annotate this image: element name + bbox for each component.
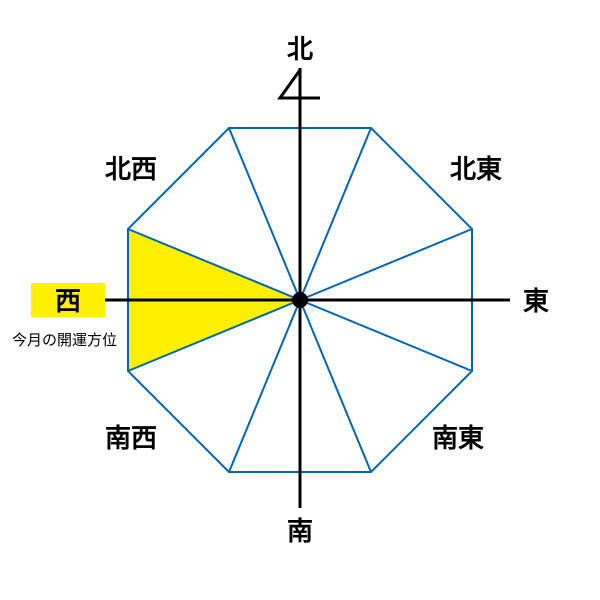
- octagon-spokes: [127, 127, 473, 473]
- label-south: 南: [287, 517, 313, 547]
- label-southwest: 南西: [105, 424, 157, 454]
- lucky-direction-caption: 今月の開運方位: [12, 331, 117, 349]
- north-marker-icon: [277, 69, 320, 100]
- label-northwest: 北西: [105, 155, 157, 185]
- west-label-highlight: [31, 283, 105, 317]
- label-east: 東: [523, 287, 549, 317]
- label-southeast: 南東: [432, 424, 484, 454]
- label-northeast: 北東: [450, 155, 502, 185]
- center-dot: [292, 292, 308, 308]
- label-north: 北: [287, 35, 313, 65]
- label-west: 西: [55, 287, 81, 317]
